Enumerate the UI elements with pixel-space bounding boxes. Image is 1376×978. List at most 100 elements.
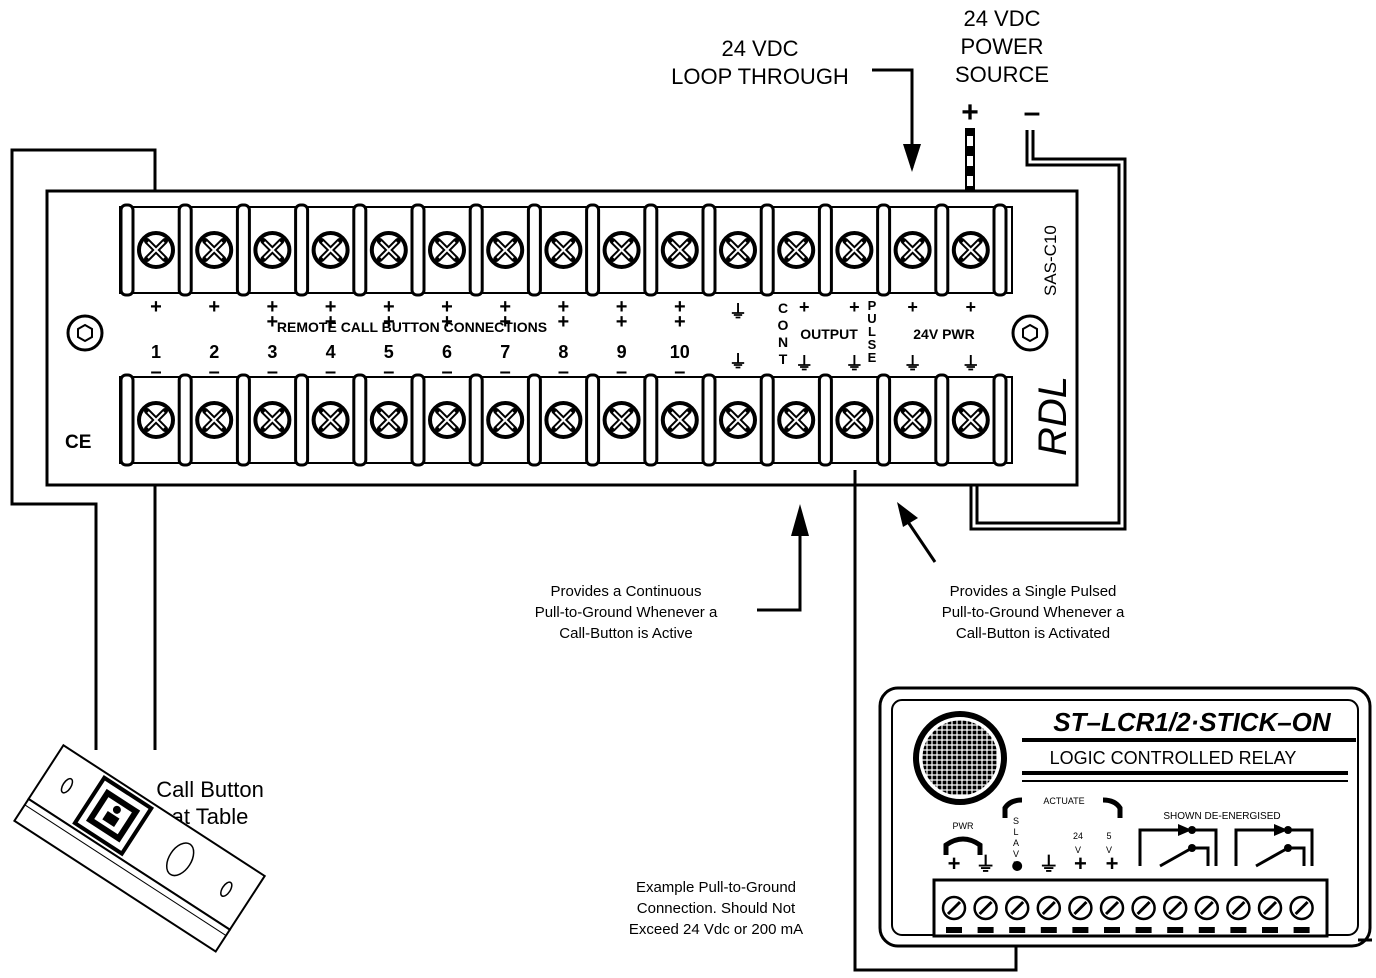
relay-contact [1138, 824, 1218, 868]
terminal-barrier [119, 373, 135, 467]
terminal-barrier [876, 373, 892, 467]
loop-through-arrowhead [903, 144, 921, 172]
note-line: Provides a Single Pulsed [950, 583, 1117, 600]
terminal-barrier [235, 373, 251, 467]
terminal-screw [253, 231, 292, 269]
channel-number: 1 [151, 342, 161, 362]
power-minus-sign: – [1024, 96, 1041, 129]
channel-plus-top: + [616, 296, 628, 318]
relay-terminal-screw [1036, 895, 1062, 933]
channel-plus-lower: + [325, 311, 337, 333]
terminal-screw [660, 401, 699, 439]
loop-label-line1: 24 VDC [721, 36, 798, 61]
terminal-screw [428, 231, 466, 269]
ce-mark: CE [65, 432, 91, 453]
relay-sign: + [948, 851, 961, 876]
power-plus-sign: + [961, 96, 979, 129]
rdl-logo: RDL [1031, 376, 1075, 456]
note-line: Connection. Should Not [637, 900, 796, 917]
terminal-barrier [934, 373, 950, 467]
relay-terminal-screw [1162, 895, 1188, 933]
ground-symbol: ⏚ [962, 354, 980, 374]
pulse-output-arrow-line [902, 515, 937, 563]
remote-call-button-connections-label: REMOTE CALL BUTTON CONNECTIONS [277, 319, 547, 335]
cont-letter: C [778, 300, 788, 316]
cont-letter: O [778, 317, 789, 333]
cont-letter: N [778, 334, 788, 350]
relay-sign: + [1074, 851, 1087, 876]
terminal-barrier [643, 373, 659, 467]
power-negative-wire-core [972, 130, 1124, 528]
pulse-letter: S [868, 337, 877, 352]
pulse-letter: E [868, 350, 877, 365]
terminal-barrier [701, 373, 717, 467]
terminal-barrier [817, 203, 833, 297]
loop-through-arrow-line [872, 68, 914, 168]
relay-terminal-screw [1068, 895, 1093, 933]
note-line: Example Pull-to-Ground [636, 879, 796, 896]
ground-symbol: ⏚ [795, 354, 813, 374]
terminal-barrier [235, 203, 251, 297]
channel-plus-top: + [267, 296, 279, 318]
terminal-barrier [817, 373, 833, 467]
relay-terminal-screw [1226, 895, 1251, 933]
output-label: OUTPUT [800, 326, 858, 342]
loop-through-label: 24 VDC LOOP THROUGH [671, 36, 849, 89]
terminal-screw [835, 401, 874, 439]
mounting-hole-left [66, 314, 104, 352]
terminal-screw [311, 231, 350, 269]
terminal-barrier [876, 203, 892, 297]
terminal-barrier [294, 373, 310, 467]
pwr-plus-2: + [966, 297, 977, 317]
terminal-barrier [759, 203, 775, 297]
channel-plus-top: + [208, 296, 220, 318]
terminal-barrier [468, 373, 484, 467]
terminal-barrier [410, 373, 426, 467]
terminal-screw [951, 231, 990, 269]
terminal-screw [602, 231, 641, 269]
terminal-screw [893, 231, 932, 269]
terminal-screw [719, 401, 757, 439]
relay-actuate-label: ACTUATE [1043, 796, 1084, 806]
channel-minus: – [383, 361, 394, 383]
pwr-label: 24V PWR [913, 326, 974, 342]
channel-plus-top: + [325, 296, 337, 318]
slave-letter: A [1013, 838, 1019, 848]
terminal-barrier [992, 373, 1008, 467]
terminal-barrier [759, 373, 775, 467]
channel-plus-lower: + [267, 311, 279, 333]
terminal-barrier [177, 373, 193, 467]
channel-number: 6 [442, 342, 452, 362]
relay-terminal-screw [1194, 895, 1220, 933]
channel-minus: – [150, 361, 161, 383]
note-line: Pull-to-Ground Whenever a [942, 604, 1125, 621]
channel-minus: – [209, 361, 220, 383]
terminal-screw [486, 231, 525, 269]
terminal-screw [195, 231, 234, 269]
relay-sign: ⏚ [1039, 853, 1059, 876]
channel-plus-lower: + [499, 311, 511, 333]
relay-sign: ⏚ [976, 853, 996, 876]
continuous-output-arrowhead [791, 504, 809, 536]
terminal-barrier [934, 203, 950, 297]
channel-plus-top: + [441, 296, 453, 318]
top-terminal-strip [119, 203, 1013, 297]
note-line: Call-Button is Activated [956, 625, 1110, 642]
channel-plus-lower: + [383, 311, 395, 333]
power-source-label: 24 VDC POWER SOURCE [955, 6, 1049, 87]
terminal-screw [777, 231, 816, 269]
channel-plus-top: + [150, 296, 162, 318]
pulse-output-arrowhead [897, 502, 918, 527]
terminal-screw [660, 231, 699, 269]
relay-title: ST–LCR1/2·STICK–ON [1053, 707, 1332, 737]
relay-24v-label: 24 [1073, 831, 1083, 841]
note-line: Exceed 24 Vdc or 200 mA [629, 921, 803, 938]
channel-minus: – [267, 361, 278, 383]
relay-terminal-signs: +⏚⏚++ [948, 851, 1119, 876]
note-line: Pull-to-Ground Whenever a [535, 604, 718, 621]
terminal-screw [253, 401, 292, 439]
relay-5v-unit: V [1106, 845, 1112, 855]
